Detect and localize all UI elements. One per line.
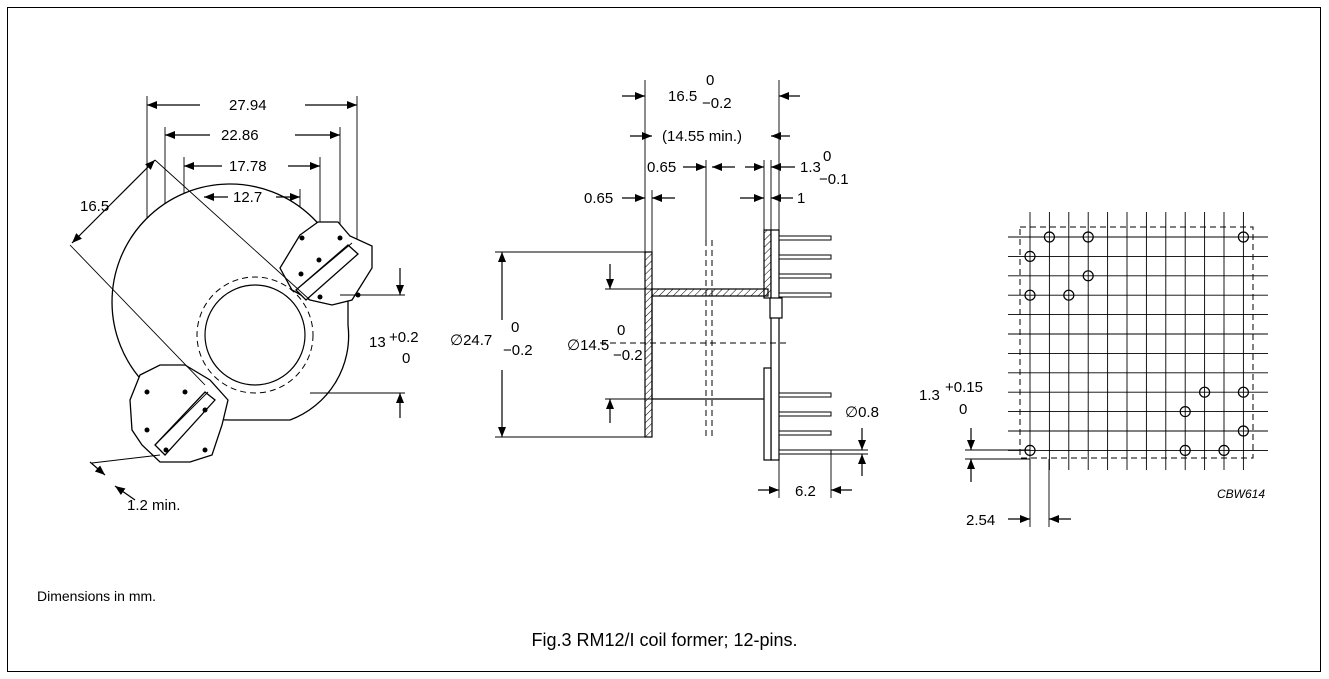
pcb-grid	[1008, 212, 1268, 470]
right-flange	[763, 229, 772, 299]
pin-hole	[1237, 425, 1250, 437]
dim-w3: 17.78	[229, 158, 267, 175]
pin-hole	[1024, 289, 1036, 301]
dim-length-tol-upper: 0	[706, 72, 714, 89]
dim-pin-offset: 1	[797, 190, 805, 207]
dim-inner-dia-tol-lower: −0.2	[613, 347, 643, 364]
dim-offset-tol-lower: 0	[959, 401, 967, 418]
dim-outer-dia: ∅24.7	[450, 332, 492, 349]
dim-flange: 1.3	[800, 159, 821, 176]
pin-hole	[1198, 386, 1211, 398]
pin-hole	[1179, 406, 1191, 418]
drawing-frame	[7, 7, 1321, 672]
figure-caption: Fig.3 RM12/I coil former; 12-pins.	[531, 630, 798, 650]
dim-inner-dia-tol-upper: 0	[617, 322, 625, 339]
pcb-view: 1.3 +0.15 0 2.54 CBW614	[919, 212, 1268, 529]
pin-hole	[1237, 386, 1250, 398]
dim-flange-tol-upper: 0	[823, 148, 831, 165]
dim-outer-dia-tol-upper: 0	[511, 319, 519, 336]
dim-pin-dia: ∅0.8	[845, 404, 879, 421]
dim-length: 16.5	[668, 88, 697, 105]
dim-inner-length: (14.55 min.)	[662, 128, 742, 145]
pin-hole	[1237, 231, 1250, 243]
dim-flange-tol-lower: −0.1	[819, 171, 849, 188]
core-hole	[204, 284, 306, 386]
dim-w4: 12.7	[233, 189, 262, 206]
pcb-holes	[1024, 231, 1250, 456]
dim-height: 13	[369, 334, 386, 351]
pin-hole	[1063, 289, 1075, 301]
dim-length-tol-lower: −0.2	[702, 95, 732, 112]
pin-hole	[1024, 250, 1036, 262]
dim-inner-dia: ∅14.5	[567, 337, 609, 354]
units-note: Dimensions in mm.	[37, 588, 157, 604]
drawing-code: CBW614	[1217, 487, 1265, 501]
dim-pin-length: 6.2	[795, 483, 816, 500]
dim-pitch: 2.54	[966, 512, 995, 529]
dim-offset: 1.3	[919, 387, 940, 404]
dim-wall-b: 0.65	[584, 190, 613, 207]
dim-wall-a: 0.65	[647, 159, 676, 176]
side-view: 16.5 0 −0.2 (14.55 min.) 0.65 1.3 0 −0.1…	[450, 72, 879, 500]
dim-w2: 22.86	[221, 127, 259, 144]
pin-block-lower	[129, 364, 229, 463]
left-flange	[644, 251, 653, 438]
dim-outer-dia-tol-lower: −0.2	[503, 342, 533, 359]
dim-offset-tol-upper: +0.15	[945, 379, 983, 396]
dim-w1: 27.94	[229, 97, 267, 114]
top-view: 16.5 1.2 min. 27.94 22.86 17.78 12.7 13 …	[69, 96, 419, 514]
dim-min-gap: 1.2 min.	[127, 497, 180, 514]
pin-hole	[1082, 231, 1094, 243]
dim-height-tol-upper: +0.2	[389, 329, 419, 346]
dim-diag: 16.5	[80, 198, 109, 215]
pin-hole	[1082, 270, 1094, 282]
pin-hole	[1179, 444, 1191, 456]
dim-height-tol-lower: 0	[402, 350, 410, 367]
pin-hole	[1043, 231, 1056, 243]
side-pins	[778, 235, 832, 455]
pin-hole	[1218, 444, 1230, 456]
